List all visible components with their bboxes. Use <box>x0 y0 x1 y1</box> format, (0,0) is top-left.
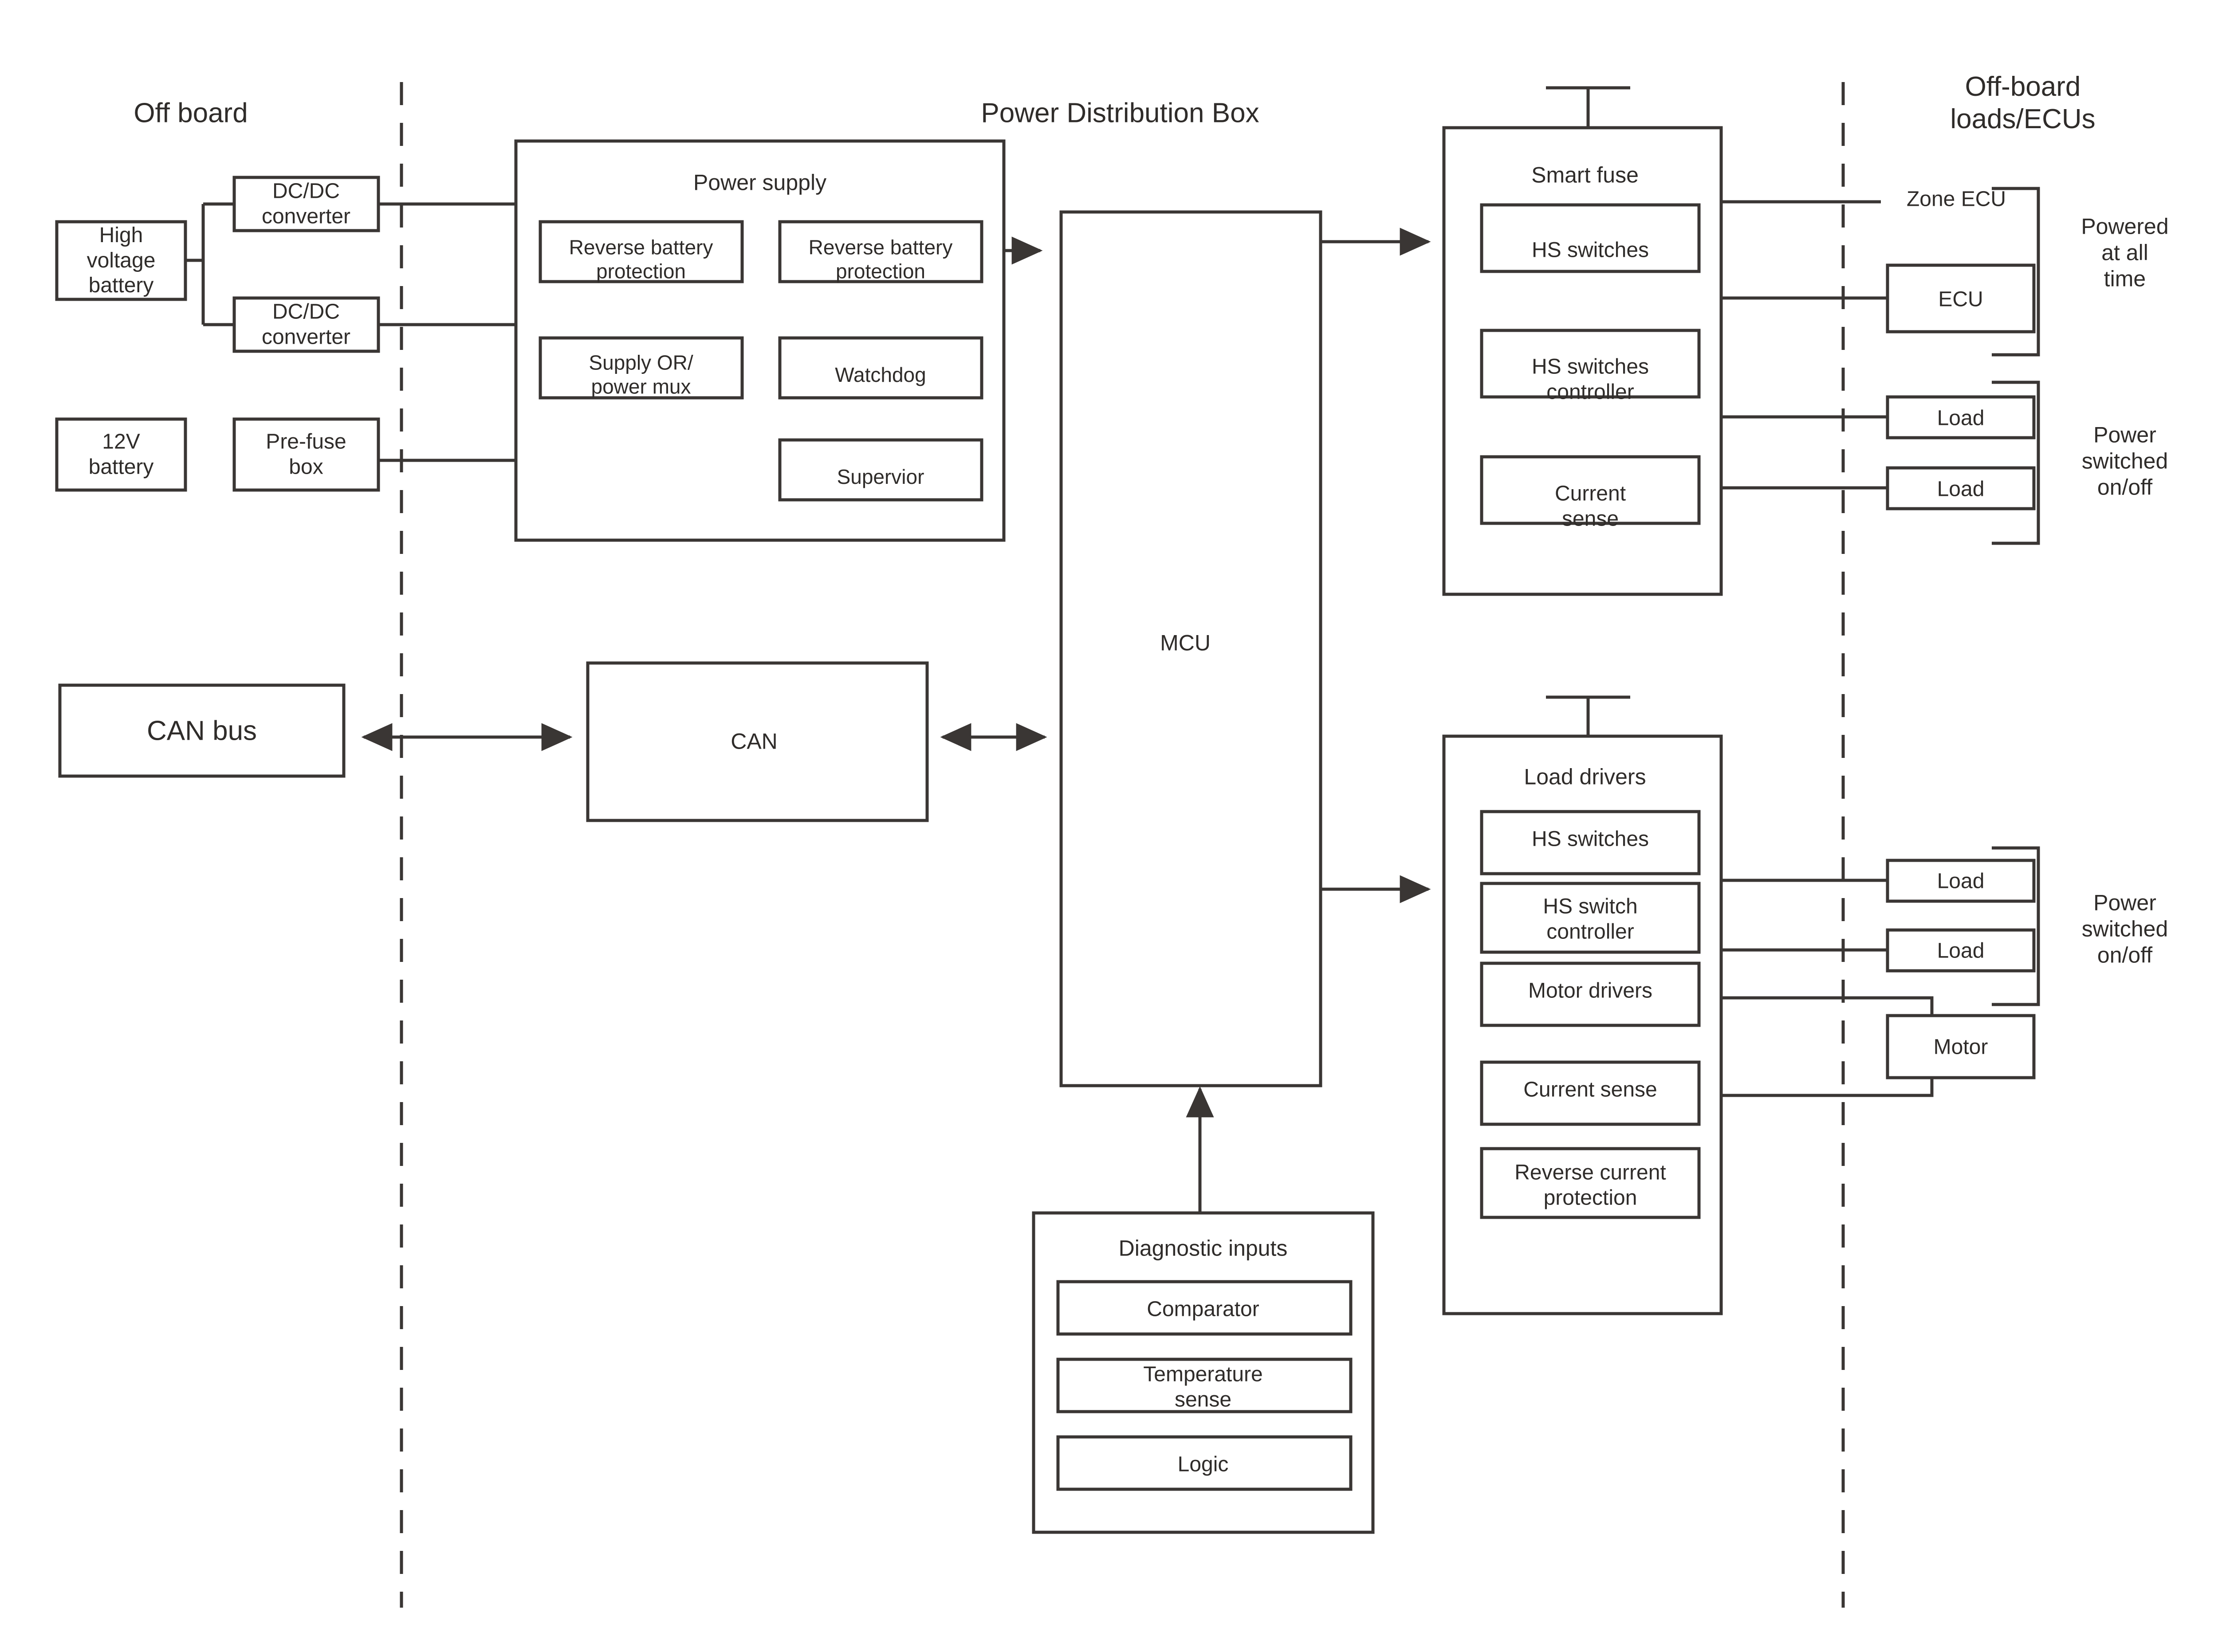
box-load-4 <box>1886 928 2036 973</box>
box-12v-battery <box>55 417 187 492</box>
box-load-drivers-reverse-current-protection <box>1480 1147 1701 1219</box>
box-load-drivers-motor-drivers <box>1480 961 1701 1027</box>
box-can <box>586 661 929 822</box>
box-load-drivers-hs-switch-controller <box>1480 882 1701 954</box>
box-reverse-battery-protection-2 <box>778 220 983 283</box>
wire-loaddrivers-to-motor-bottom <box>1721 1078 1934 1097</box>
box-ecu <box>1886 263 2036 334</box>
box-dcdc-converter-2 <box>232 296 380 353</box>
bracket-power-switched-lower <box>1992 846 2040 1006</box>
box-comparator <box>1056 1280 1353 1336</box>
box-logic <box>1056 1435 1353 1491</box>
box-load-1 <box>1886 395 2036 439</box>
box-smart-fuse-hs-switches <box>1480 203 1701 273</box>
box-reverse-battery-protection-1 <box>539 220 744 283</box>
box-mcu <box>1059 210 1322 1087</box>
box-load-3 <box>1886 859 2036 903</box>
wire-loaddrivers-to-motor-top <box>1721 996 1934 1016</box>
box-dcdc-converter-1 <box>232 176 380 232</box>
box-smart-fuse-hs-switches-controller <box>1480 329 1701 399</box>
box-load-drivers-current-sense <box>1480 1060 1701 1126</box>
box-supply-or-power-mux <box>539 336 744 400</box>
bracket-powered-at-all-time <box>1992 187 2040 357</box>
box-high-voltage-battery <box>55 220 187 301</box>
box-supervior <box>778 438 983 502</box>
bracket-power-switched-upper <box>1992 381 2040 545</box>
box-temperature-sense <box>1056 1358 1353 1413</box>
box-motor <box>1886 1014 2036 1079</box>
box-can-bus <box>58 683 346 778</box>
box-load-drivers-hs-switches <box>1480 810 1701 875</box>
box-load-2 <box>1886 466 2036 510</box>
box-watchdog <box>778 336 983 400</box>
box-pre-fuse-box <box>232 417 380 492</box>
box-smart-fuse-current-sense <box>1480 455 1701 525</box>
